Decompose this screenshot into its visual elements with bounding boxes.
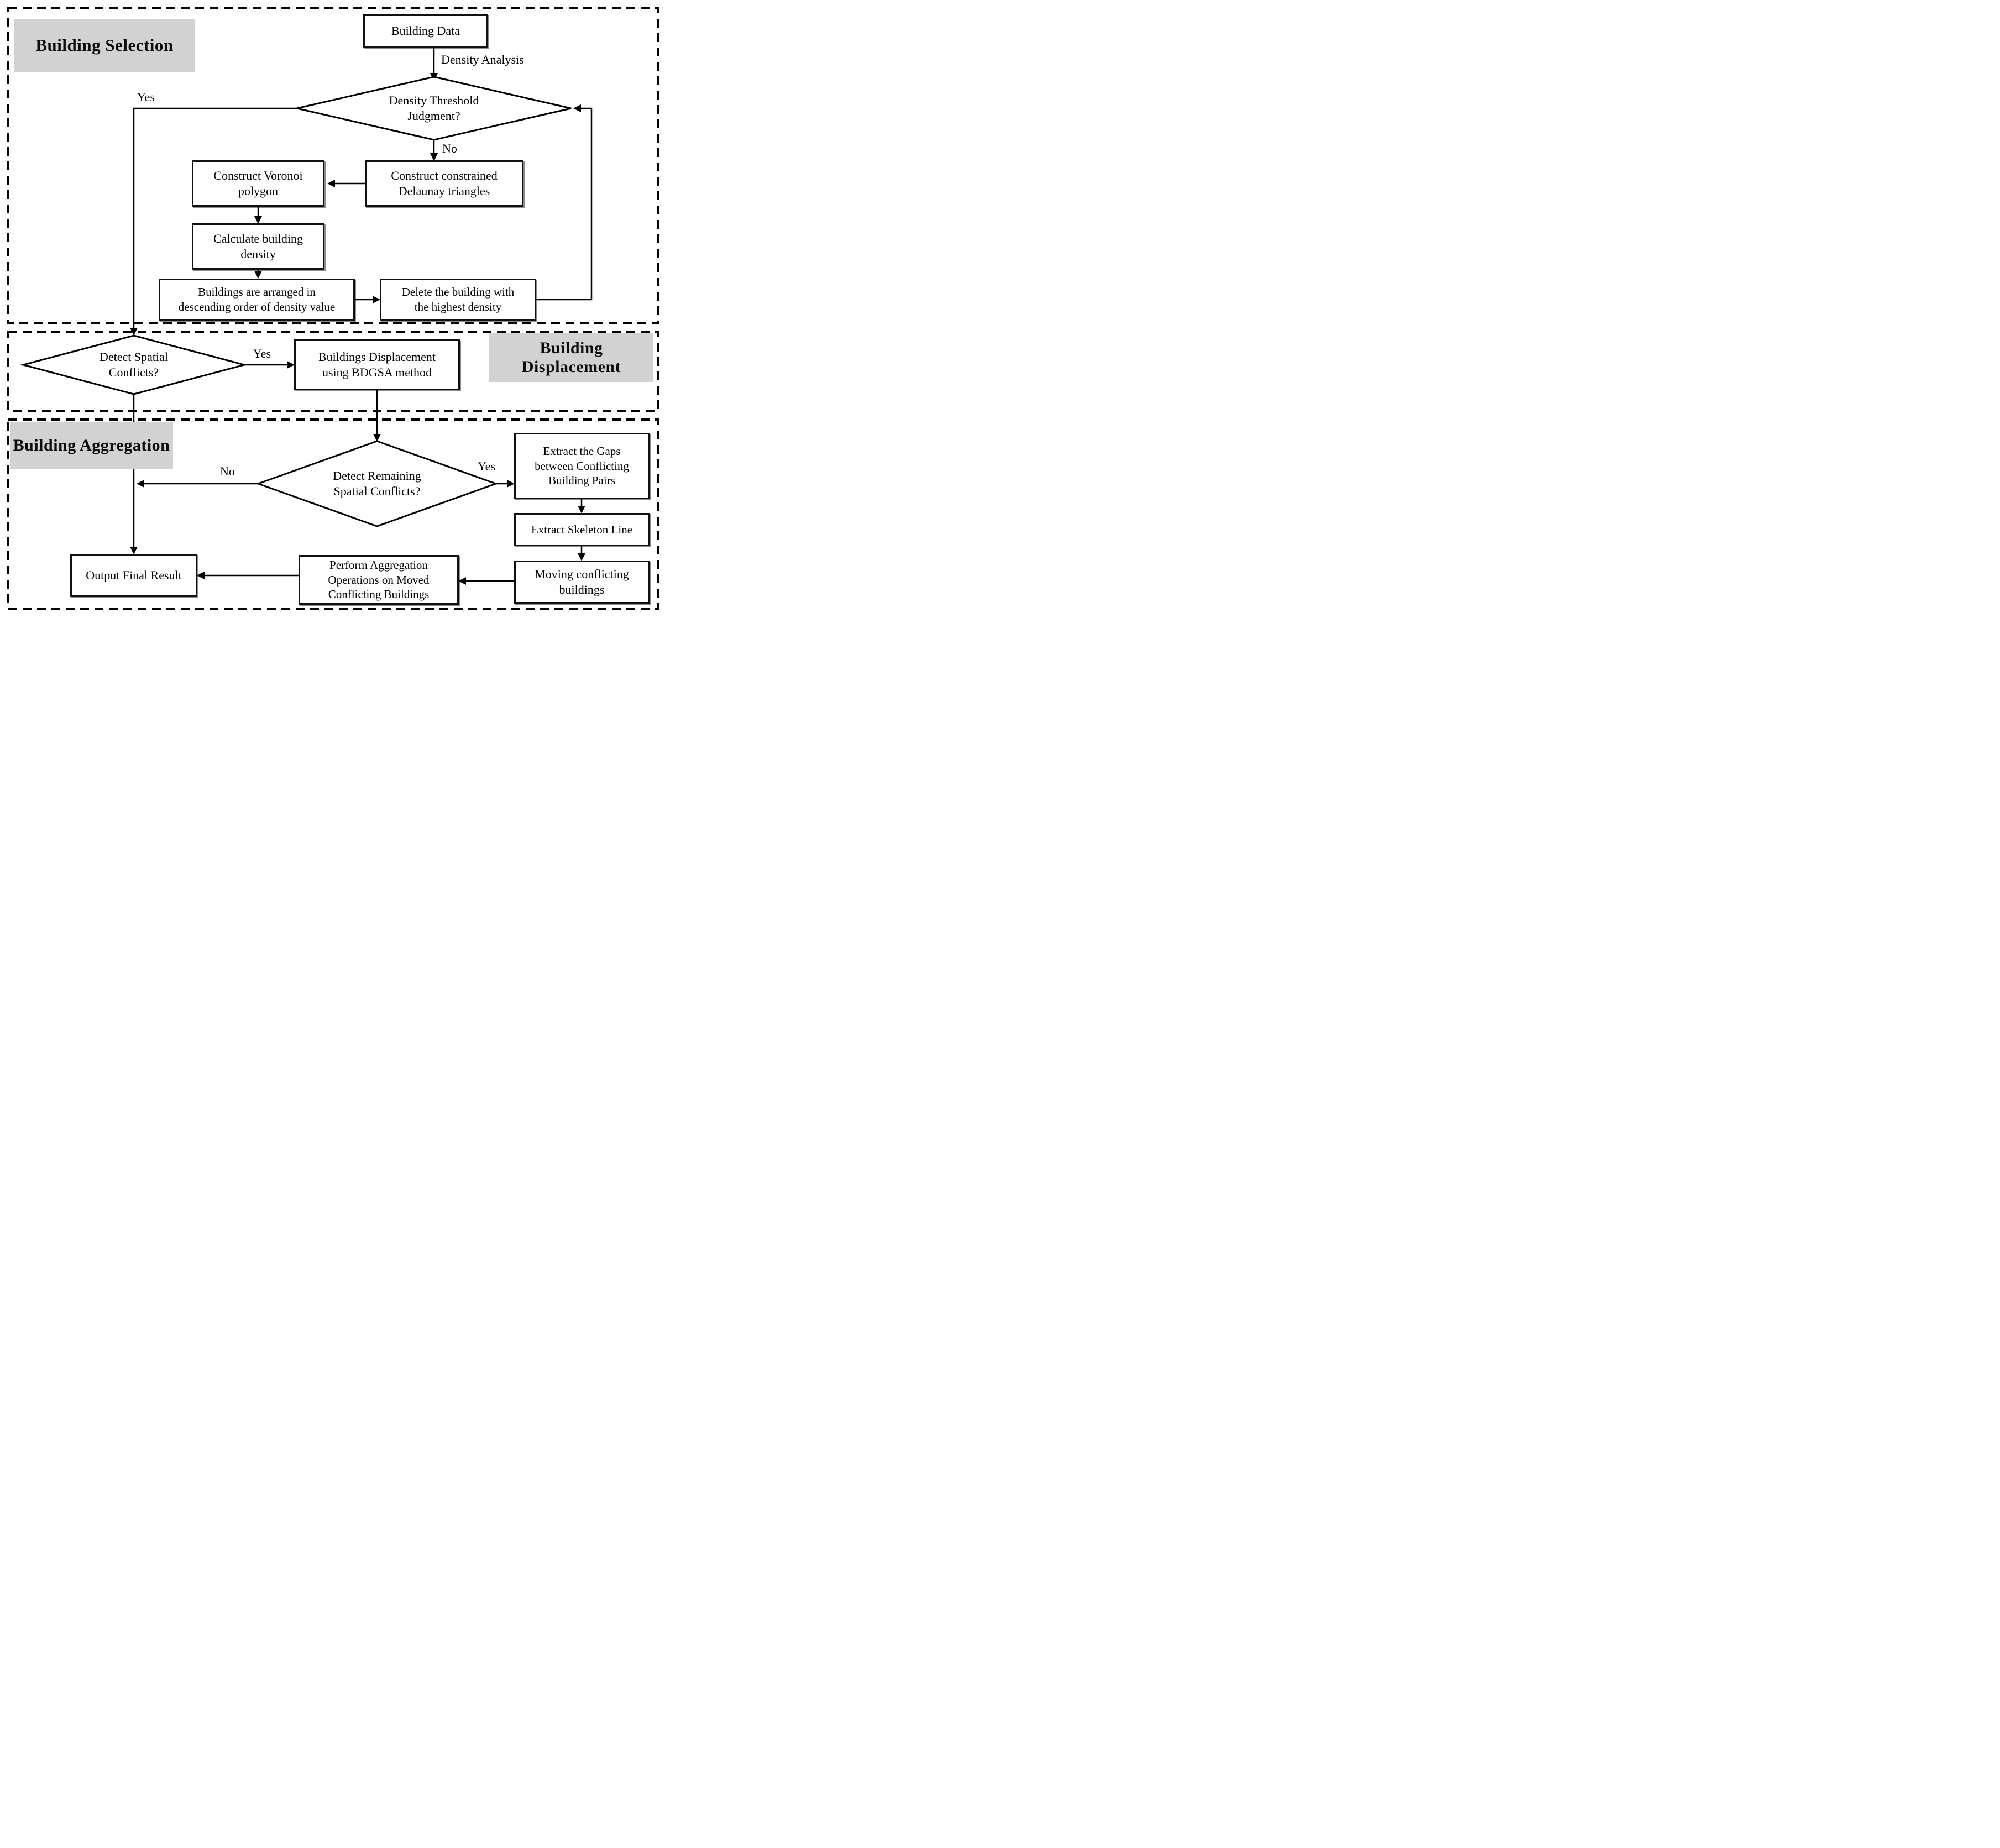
arrowhead-down-remaining [373,434,381,442]
arrowhead-right-delete [373,296,380,303]
calculate-density-node: Calculate building density [192,223,324,270]
output-result-node: Output Final Result [70,554,197,597]
edge-delete-feedback [536,107,593,301]
arrowhead-down-skeleton [578,506,585,514]
arrange-buildings-node: Buildings are arranged in descending ord… [159,279,355,321]
building-data-node: Building Data [363,14,488,48]
remaining-yes-edge-label: Yes [478,459,496,473]
arrowhead-down-moving [578,553,585,561]
flowchart-connectors [7,7,659,610]
arrowhead-down-output [130,547,138,554]
density-threshold-label: Density Threshold Judgment? [389,93,479,123]
density-analysis-edge-label: Density Analysis [441,53,524,66]
flowchart-canvas: Building Selection Building Displacement… [0,0,667,616]
arrowhead-right-gaps [507,480,515,488]
arrowhead-left-perform [458,577,466,585]
detect-remaining-diamond [255,440,499,527]
arrowhead-down-arranged [254,271,262,279]
threshold-yes-edge-label: Yes [137,90,155,104]
delete-building-node: Delete the building with the highest den… [380,279,536,321]
density-threshold-diamond [296,76,572,141]
arrowheads [130,73,585,585]
section-border-building-selection [7,7,659,324]
section-label-building-selection: Building Selection [14,19,195,72]
section-border-building-aggregation [7,418,659,610]
detect-conflicts-label: Detect Spatial Conflicts? [99,350,168,379]
detect-remaining-label: Detect Remaining Spatial Conflicts? [333,469,421,498]
moving-buildings-node: Moving conflicting buildings [514,561,650,604]
construct-voronoi-node: Construct Voronoi polygon [192,160,324,207]
section-label-building-displacement: Building Displacement [489,333,653,382]
arrowhead-left-threshold-return [573,104,581,112]
arrowhead-down-delaunay [430,153,438,161]
arrowhead-down-conflicts [130,328,138,336]
perform-aggregation-node: Perform Aggregation Operations on Moved … [299,555,459,605]
edge-threshold-yes [133,107,297,328]
threshold-no-edge-label: No [442,142,457,155]
extract-gaps-node: Extract the Gaps between Conflicting Bui… [514,433,650,499]
arrowhead-down-calc [254,216,262,224]
conflicts-yes-edge-label: Yes [253,347,271,360]
arrowhead-left-no-junction [137,480,144,488]
arrowhead-left-voronoi [327,180,335,187]
arrowhead-left-output [197,572,205,579]
remaining-no-edge-label: No [220,464,235,478]
section-border-building-displacement [7,331,659,412]
construct-delaunay-node: Construct constrained Delaunay triangles [365,160,523,207]
bdgsa-displacement-node: Buildings Displacement using BDGSA metho… [294,339,460,390]
detect-conflicts-diamond [20,334,248,395]
arrowhead-right-bdgsa [287,361,295,369]
edge-lines [133,48,593,582]
extract-skeleton-node: Extract Skeleton Line [514,513,650,546]
section-label-building-aggregation: Building Aggregation [10,422,173,469]
